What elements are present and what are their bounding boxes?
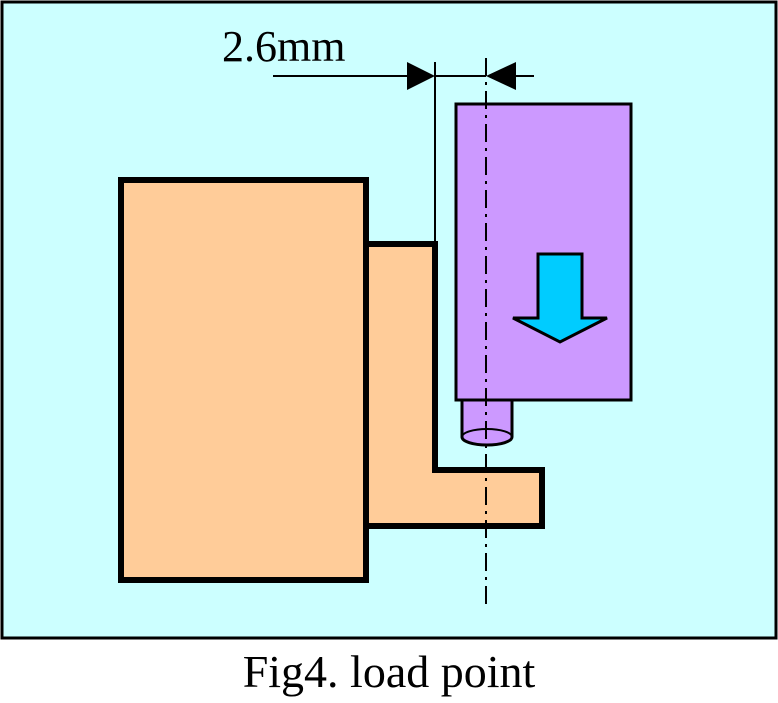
- base-block: [118, 177, 369, 583]
- load-arrow-icon: [512, 252, 608, 344]
- dimension-arrowhead-right: [486, 62, 516, 90]
- figure-caption: Fig4. load point: [242, 646, 536, 697]
- dimension-label: 2.6mm: [222, 22, 345, 71]
- load-body: [454, 102, 633, 402]
- dimension-arrowhead-left: [407, 62, 435, 90]
